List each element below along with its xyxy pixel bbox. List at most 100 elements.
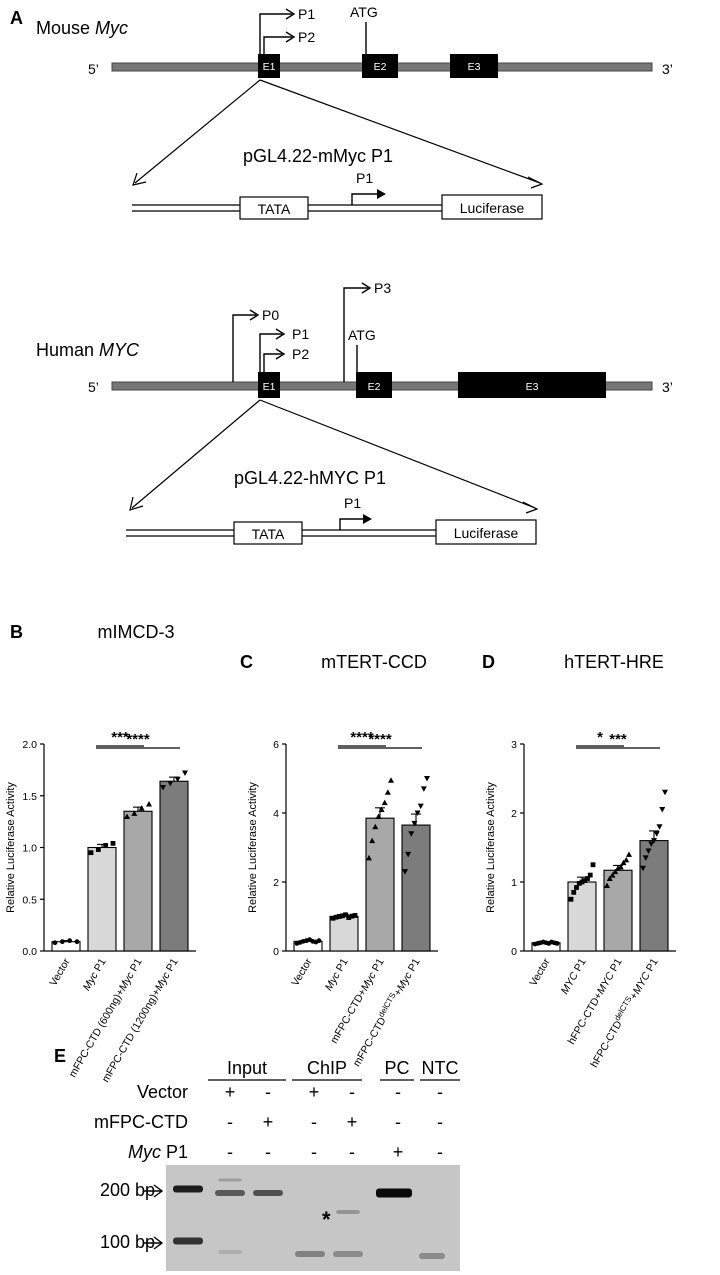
y-tick-label: 1: [511, 877, 517, 889]
y-tick-label: 2: [273, 877, 279, 889]
human-zoom-arrowhead-right: [522, 501, 539, 514]
data-point: [110, 840, 116, 846]
data-point: [67, 938, 73, 944]
y-tick-label: 4: [273, 808, 279, 820]
y-tick-label: 0: [273, 946, 279, 958]
data-point: [424, 776, 430, 782]
marker-200bp-label: 200 bp: [100, 1180, 155, 1200]
category-label: mFPC-CTD (600ng)+Myc P1: [67, 956, 145, 1079]
human-exon-e2-label: E2: [368, 381, 381, 393]
gel-band: [215, 1190, 245, 1196]
data-point: [579, 879, 585, 885]
y-tick-label: 1.5: [22, 791, 37, 803]
data-point: [606, 875, 613, 882]
mouse-construct-p1-label: P1: [356, 170, 373, 186]
panel-a: A Mouse Myc 5’ 3’ E1 E2 E3 P1 P2 ATG pGL…: [10, 4, 673, 545]
data-point: [656, 824, 663, 830]
row-value: +: [393, 1142, 404, 1162]
mouse-exon-e3-label: E3: [468, 61, 481, 73]
row-value: -: [227, 1112, 233, 1132]
y-tick-label: 6: [273, 739, 279, 751]
gel-band: [419, 1253, 445, 1259]
bar: [329, 915, 359, 952]
row-value: -: [395, 1112, 401, 1132]
y-axis-title: Relative Luciferase Activity: [247, 782, 259, 913]
human-zoom-line-right: [259, 399, 536, 509]
mouse-zoom-arrowhead-right: [527, 176, 544, 189]
marker-100bp-label: 100 bp: [100, 1232, 155, 1252]
mouse-zoom-line-right: [259, 79, 541, 184]
data-point: [146, 801, 152, 807]
mouse-tss-arrow: [351, 193, 380, 205]
row-value: -: [395, 1082, 401, 1102]
mouse-exon-e3: [450, 54, 498, 78]
y-tick-label: 3: [511, 739, 517, 751]
data-point: [612, 868, 619, 875]
mouse-exon-e1: [258, 54, 280, 78]
mouse-tata-label: TATA: [258, 201, 291, 217]
data-point: [662, 789, 668, 796]
human-p0-arrow: [232, 314, 256, 382]
data-point: [52, 940, 58, 946]
human-p2-label: P2: [292, 346, 309, 362]
human-p3-arrowhead: [361, 282, 372, 294]
human-atg-label: ATG: [348, 327, 376, 343]
mouse-tss-arrowhead: [377, 189, 386, 199]
panel-d-label: D: [482, 652, 495, 672]
mouse-luciferase-label: Luciferase: [460, 200, 525, 216]
data-point: [642, 855, 649, 861]
human-p1-arrowhead: [275, 328, 286, 340]
data-point: [420, 786, 427, 792]
data-point: [378, 806, 385, 813]
data-point: [174, 776, 181, 783]
category-label: Vector: [527, 956, 553, 988]
data-point: [620, 859, 627, 866]
category-label: hFPC-CTDdelCTS+MYC P1: [587, 955, 661, 1069]
data-point: [609, 872, 616, 878]
marker-100bp-arrow: [143, 1236, 164, 1250]
data-point: [316, 938, 322, 944]
mouse-p2-arrowhead: [285, 31, 296, 43]
significance-label: ***: [609, 731, 627, 748]
row-value: -: [349, 1142, 355, 1162]
y-tick-label: 0.5: [22, 894, 37, 906]
data-point: [182, 770, 188, 776]
mouse-3prime-label: 3’: [662, 61, 673, 77]
data-point: [160, 784, 166, 791]
data-point: [648, 841, 655, 848]
data-point: [95, 847, 101, 852]
group-label: ChIP: [307, 1058, 347, 1078]
data-point: [585, 876, 590, 881]
data-point: [369, 837, 376, 844]
marker-200bp-arrow: [143, 1184, 164, 1198]
panel-c-label: C: [240, 652, 253, 672]
data-point: [417, 803, 424, 810]
data-point: [653, 831, 660, 837]
mouse-tata-box: [239, 196, 309, 220]
bar: [603, 869, 633, 952]
data-point: [590, 862, 596, 868]
data-point: [330, 915, 336, 921]
human-tata-box: [233, 521, 303, 545]
data-point: [124, 813, 130, 819]
human-myc-title: Human MYC: [36, 340, 140, 360]
human-zoom-arrowhead-left: [129, 496, 144, 511]
gel-band: [218, 1178, 242, 1182]
data-point: [343, 912, 348, 918]
group-label: Input: [227, 1058, 267, 1078]
human-construct-p1-label: P1: [344, 495, 361, 511]
human-tss-arrowhead: [363, 514, 372, 524]
gel-band: [333, 1251, 363, 1257]
significance-label: ****: [368, 731, 392, 748]
significance-label: ****: [126, 731, 150, 748]
row-value: -: [437, 1112, 443, 1132]
human-tata-label: TATA: [252, 526, 285, 542]
human-luciferase-label: Luciferase: [454, 525, 519, 541]
human-luciferase-box: [435, 519, 537, 545]
data-point: [587, 872, 593, 878]
mouse-p1-arrowhead: [285, 8, 296, 20]
